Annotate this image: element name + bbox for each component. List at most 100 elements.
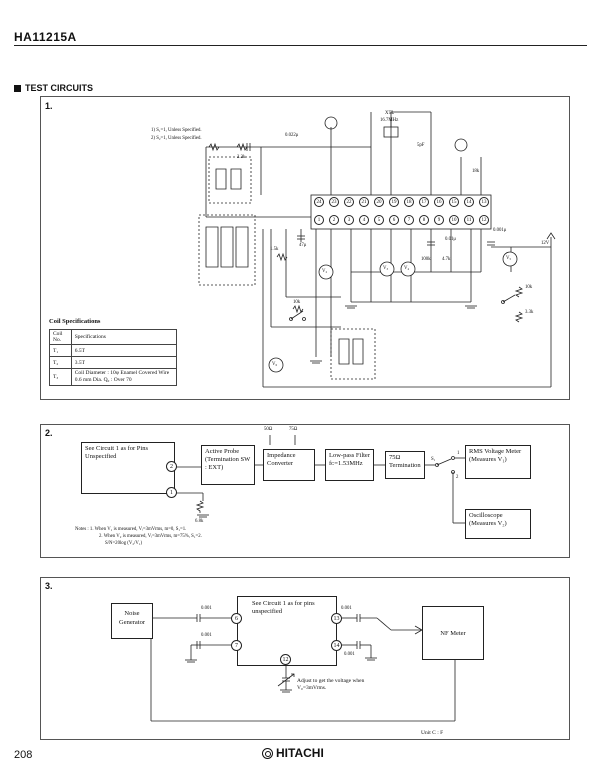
component-label: 5pF: [417, 143, 425, 148]
component-label: 18k: [472, 169, 480, 174]
circuit-2-wiring: [175, 435, 465, 524]
cap-label: 0.001: [201, 606, 212, 611]
table-row: T₁ 6.5T: [49, 344, 178, 357]
hitachi-logo-icon: [262, 747, 273, 759]
ic-pin: 24: [314, 197, 324, 207]
ic-pin: 4: [359, 215, 369, 225]
impedance-label: 75Ω: [289, 427, 298, 432]
part-number-header: HA11215A: [14, 30, 77, 44]
section-title-text: TEST CIRCUITS: [25, 83, 94, 93]
table-cell: T₁: [49, 344, 72, 357]
ic-pin: 1: [314, 215, 324, 225]
ic-pin: 3: [344, 215, 354, 225]
termination-box: 75Ω Termination: [385, 451, 425, 479]
ic-pin: 5: [374, 215, 384, 225]
switch-pos-2: 2: [456, 475, 459, 480]
ic-pin: 6: [389, 215, 399, 225]
table-row: T₃ Coil Diameter : 10φ Enamel Covered Wi…: [49, 368, 178, 386]
circuit-2-note-2: 2. When V₂ is measured, Vᵢ=3mVrms, m=75%…: [99, 534, 202, 539]
pin-13-circle: 13: [331, 613, 342, 624]
circuit-3-label: 3.: [45, 581, 53, 591]
cap-label: 0.001: [344, 652, 355, 657]
cap-label: 0.001: [201, 633, 212, 638]
component-label: 2.2k: [237, 155, 246, 160]
table-header-cell: Specifications: [70, 329, 178, 345]
circuit-1-note-2: 2) S₂=1, Unless Specified.: [151, 136, 202, 141]
header-rule: [14, 45, 587, 46]
component-label: 4.7k: [442, 257, 451, 262]
ic-pin: 22: [344, 197, 354, 207]
unspecified-pins-box: See Circuit 1 as for Pins Unspecified: [81, 442, 175, 494]
bullet-square-icon: [14, 84, 21, 92]
ic-pin: 21: [359, 197, 369, 207]
resistor-label: 6.8k: [195, 519, 204, 524]
pin-2-circle: 2: [166, 461, 177, 472]
ic-pin: 16: [434, 197, 444, 207]
nf-meter-box: NF Meter: [422, 606, 484, 660]
ic-pin: 10: [449, 215, 459, 225]
pin-12-circle: 12: [280, 654, 291, 665]
ic-pin: 13: [479, 197, 489, 207]
ic-pin: 15: [449, 197, 459, 207]
table-header-cell: Coil No.: [49, 329, 72, 345]
oscilloscope-box: Oscilloscope (Measures V₂): [465, 509, 531, 539]
ic-pin: 14: [464, 197, 474, 207]
component-label: 0.022μ: [285, 133, 299, 138]
pin-14-circle: 14: [331, 640, 342, 651]
table-cell: 3.5T: [70, 356, 178, 369]
xtal-label: XTL: [385, 111, 395, 116]
table-header-row: Coil No. Specifications: [49, 329, 178, 345]
ic-pin: 11: [464, 215, 474, 225]
section-title: TEST CIRCUITS: [14, 83, 93, 93]
meter-label: V₄: [404, 266, 410, 271]
pin-7-circle: 7: [231, 640, 242, 651]
impedance-converter-box: Impedance Converter: [263, 449, 315, 481]
component-label: 0.001μ: [493, 228, 507, 233]
ic-pin: 20: [374, 197, 384, 207]
circuit-3-panel: 3.: [40, 577, 570, 740]
meter-label: V₅: [506, 256, 512, 261]
ic-pin: 17: [419, 197, 429, 207]
circuit-1-panel: 1. 1) S₁=1, Unless Specified. 2) S₂=1, U…: [40, 96, 570, 400]
ic-pin: 19: [389, 197, 399, 207]
rms-voltage-meter-box: RMS Voltage Meter (Measures V₁): [465, 445, 531, 479]
table-cell: T₃: [49, 368, 72, 386]
circuit-1-note-1: 1) S₁=1, Unless Specified.: [151, 128, 202, 133]
component-label: 1.5k: [270, 247, 279, 252]
component-label: 10k: [525, 285, 533, 290]
table-cell: Coil Diameter : 10φ Enamel Covered Wire …: [70, 368, 178, 386]
brand-name: HITACHI: [276, 746, 324, 760]
circuit-1-label: 1.: [45, 101, 53, 111]
circuit-1-wiring: [198, 111, 556, 388]
component-label: 0.01μ: [445, 237, 456, 242]
circuit-2-note-1: Notes : 1. When V₁ is measured, Vᵢ=3mVrm…: [75, 527, 187, 532]
component-label: 3.3k: [525, 310, 534, 315]
table-cell: T₂: [49, 356, 72, 369]
brand-logo: HITACHI: [262, 746, 324, 760]
pin-6-circle: 6: [231, 613, 242, 624]
xtal-freq-label: 16.7MHz: [380, 118, 399, 123]
coil-spec-title: Coil Specifications: [49, 318, 101, 325]
noise-generator-box: Noise Generator: [111, 603, 153, 639]
impedance-label: 50Ω: [264, 427, 273, 432]
adjust-note: Adjust to get the voltage when V₀=3mVrms…: [297, 678, 365, 691]
meter-label: V₆: [272, 362, 278, 367]
ic-pin: 9: [434, 215, 444, 225]
cap-label: 0.001: [341, 606, 352, 611]
ic-pin: 23: [329, 197, 339, 207]
ic-pin: 7: [404, 215, 414, 225]
switch-label: S₁: [431, 457, 436, 462]
switch-pos-1: 1: [457, 451, 460, 456]
ic-pin: 18: [404, 197, 414, 207]
ic-pin: 8: [419, 215, 429, 225]
supply-label: 12V: [541, 241, 550, 246]
table-cell: 6.5T: [70, 344, 178, 357]
circuit-2-note-3: S/N=20log (V₂/V₁): [105, 541, 143, 546]
circuit-3-wiring: [150, 614, 456, 722]
component-label: 100k: [421, 257, 431, 262]
component-label: 47μ: [299, 243, 307, 248]
ic-pin: 2: [329, 215, 339, 225]
low-pass-filter-box: Low-pass Filter fᴄ=1.53MHz: [325, 449, 374, 481]
active-probe-box: Active Probe (Termination SW : EXT): [201, 445, 255, 485]
coil-spec-table: Coil No. Specifications T₁ 6.5T T₂ 3.5T …: [49, 329, 178, 386]
